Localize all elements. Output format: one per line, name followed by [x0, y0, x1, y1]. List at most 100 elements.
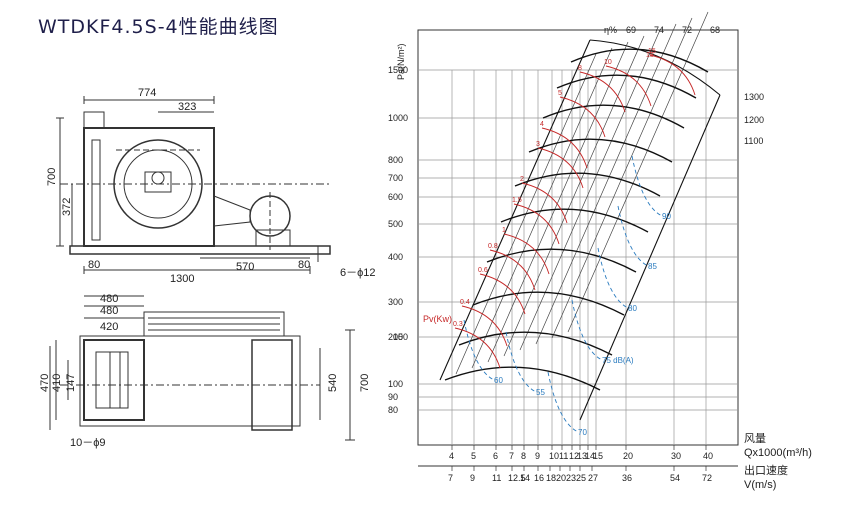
power-axis-label: Pv(Kw): [423, 314, 452, 324]
y-tick-label: 800: [388, 155, 403, 165]
envelope-right: [579, 94, 721, 421]
power-curve: [521, 182, 568, 224]
x-tick-label-bottom: 9: [470, 473, 475, 483]
power-label: 15: [648, 48, 656, 55]
v-label-line2: V(m/s): [744, 479, 776, 491]
chart-frame: [417, 29, 739, 446]
x-tick-label-top: 9: [535, 451, 540, 461]
noise-label: 70: [578, 428, 587, 437]
dim-147: 147: [65, 374, 77, 392]
y-tick-label: 1000: [388, 113, 408, 123]
x-tick-label-top: 4: [449, 451, 454, 461]
x-tick-label-top: 5: [471, 451, 476, 461]
x-tick-label-bottom: 7: [448, 473, 453, 483]
pressure-curve: [528, 138, 673, 163]
y-tick-label: 1500: [388, 65, 408, 75]
y-tick-label: 200: [388, 332, 403, 342]
power-label: 0.4: [460, 299, 470, 306]
power-curve: [559, 96, 606, 138]
efficiency-diagonal: [535, 23, 677, 345]
noise-label: 75 dB(A): [602, 356, 634, 365]
dim-80-right: 80: [298, 259, 310, 271]
power-label: 3: [536, 141, 540, 148]
efficiency-diagonal: [487, 41, 629, 363]
power-curve: [479, 273, 526, 315]
x-tick-label-bottom: 36: [622, 473, 632, 483]
power-curve: [461, 305, 508, 347]
x-tick-label-bottom: 18: [546, 473, 556, 483]
x-tick-label-bottom: 23: [566, 473, 576, 483]
y-tick-label: 80: [388, 405, 398, 415]
dim-bolts-12: 6－ϕ12: [340, 267, 376, 279]
efficiency-diagonal: [471, 47, 613, 369]
efficiency-diagonal: [519, 29, 661, 351]
x-tick-label-top: 20: [623, 451, 633, 461]
x-tick-label-top: 11: [559, 451, 568, 461]
dim-774: 774: [138, 87, 156, 99]
noise-label: 55: [536, 388, 545, 397]
power-curve: [605, 65, 652, 107]
efficiency-label: η%: [604, 25, 617, 35]
x-tick-label-bottom: 25: [576, 473, 586, 483]
noise-curve: [505, 331, 537, 393]
power-curve: [513, 203, 560, 245]
noise-label: 80: [628, 304, 637, 313]
x-tick-label-bottom: 14: [520, 473, 530, 483]
eff-74: 74: [654, 25, 664, 35]
dim-bolts-9: 10－ϕ9: [70, 437, 106, 449]
speed-1200: 1200: [744, 115, 764, 125]
noise-curve: [547, 371, 579, 433]
efficiency-diagonal: [567, 11, 709, 333]
dim-323: 323: [178, 101, 196, 113]
dim-1300: 1300: [170, 273, 194, 285]
x-tick-label-bottom: 16: [534, 473, 544, 483]
dim-470: 470: [39, 374, 51, 392]
fan-housing-top: [83, 339, 145, 421]
x-tick-label-bottom: 20: [556, 473, 566, 483]
x-label-line2: Qx1000(m³/h): [744, 447, 812, 459]
dim-420: 420: [100, 321, 118, 333]
x-tick-label-bottom: 27: [588, 473, 598, 483]
y-tick-label: 700: [388, 173, 403, 183]
dim-480b: 480: [100, 305, 118, 317]
dim-410: 410: [51, 374, 63, 392]
pressure-curve: [444, 366, 601, 391]
envelope-top: [589, 39, 721, 96]
noise-label: 60: [494, 376, 503, 385]
x-label-line1: 风量: [744, 432, 766, 445]
dim-700: 700: [46, 168, 58, 186]
power-curve: [579, 71, 626, 113]
pressure-curve: [500, 208, 649, 233]
dim-480a: 480: [100, 293, 118, 305]
speed-1100: 1100: [744, 136, 763, 146]
fan-housing-front: [83, 127, 215, 247]
noise-curve: [617, 205, 649, 267]
y-tick-label: 300: [388, 297, 403, 307]
power-curve: [537, 147, 584, 189]
x-tick-label-top: 6: [493, 451, 498, 461]
y-axis-label: Pa(N/m²): [396, 44, 406, 81]
pressure-curve: [514, 172, 661, 197]
pressure-curve: [486, 248, 637, 273]
pressure-curve: [556, 74, 697, 99]
x-tick-label-bottom: 72: [702, 473, 712, 483]
power-label: 1.5: [512, 197, 522, 204]
performance-chart: [417, 11, 739, 471]
speed-1300: 1300: [744, 92, 764, 102]
eff-72: 72: [682, 25, 692, 35]
page-title: WTDKF4.5S-4性能曲线图: [38, 16, 279, 38]
v-label-line1: 出口速度: [744, 463, 788, 477]
pressure-curve: [570, 48, 709, 73]
x-tick-label-top: 7: [509, 451, 514, 461]
pressure-curve: [472, 291, 625, 316]
noise-curve: [463, 319, 495, 381]
x-tick-label-top: 8: [521, 451, 526, 461]
x-tick-label-top: 12: [569, 451, 579, 461]
y-tick-label: 400: [388, 252, 403, 262]
power-curve: [503, 233, 550, 275]
x-tick-label-top: 10: [549, 451, 559, 461]
pressure-curve: [542, 104, 685, 129]
power-curve: [541, 127, 588, 169]
x-tick-label-top: 13: [577, 451, 587, 461]
